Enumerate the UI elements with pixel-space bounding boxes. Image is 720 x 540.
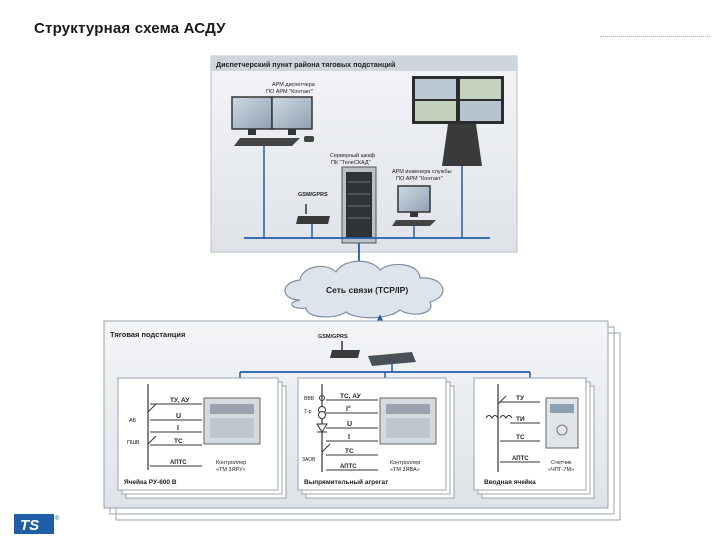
control-center-gsm-label: GSM/GPRS: [298, 192, 328, 198]
cell3-signal-3: ТС: [516, 434, 525, 441]
keyboard-icon: [234, 138, 300, 146]
cell3-signal-1: ТУ: [516, 395, 525, 402]
cell2-left-label-2: Т-р: [304, 409, 312, 415]
video-wall-stand: [442, 124, 482, 166]
video-wall: [412, 76, 504, 166]
cell2-signal-3: U: [347, 421, 352, 428]
logo-mark: ®: [55, 515, 60, 522]
arm-dispatcher-line2: ПО АРМ "Контакт": [266, 89, 313, 95]
server-cabinet-line2: ПК "ТелеСКАД": [331, 160, 371, 166]
cell1-signal-2: U: [176, 413, 181, 420]
cell2-controller-line2: «ТМ 3ЯВА»: [390, 467, 420, 473]
title-divider: [600, 36, 710, 37]
cell3-signal-2: ТИ: [516, 416, 525, 423]
monitor-icon: [231, 96, 273, 130]
cell1-signal-1: ТУ, АУ: [170, 397, 190, 404]
cell3-meter-line1: Счетчик: [551, 460, 572, 466]
page-title: Структурная схема АСДУ: [34, 20, 226, 37]
keyboard-icon: [392, 220, 436, 226]
arm-engineer: АРМ инженера службы ПО АРМ "Контакт": [392, 169, 452, 226]
substation-gsm-label: GSM/GPRS: [318, 334, 348, 340]
cell2-caption: Выпрямительный агрегат: [304, 478, 388, 486]
cell2-signal-1: ТС, АУ: [340, 393, 362, 400]
cell1-signal-5: АПТС: [170, 460, 187, 466]
cell1-caption: Ячейка РУ-600 В: [124, 478, 177, 486]
arm-engineer-line1: АРМ инженера службы: [392, 169, 452, 175]
cell2-signal-6: АПТС: [340, 464, 357, 470]
network-cloud: Сеть связи (TCP/IP): [284, 260, 444, 319]
cell2-signal-2: I°: [346, 405, 351, 413]
cell-ru600: АБ ПШВ ТУ, АУ U I ТС АПТС Контроллер «ТМ…: [117, 377, 287, 499]
company-logo: TS ®: [14, 514, 60, 534]
server-cabinet-line1: Серверный шкаф: [330, 152, 376, 159]
cell1-signal-4: ТС: [174, 438, 183, 445]
cell1-controller-line2: «ТМ 3ЯРУ»: [216, 467, 245, 473]
monitor-icon: [271, 96, 313, 130]
cell2-controller-line1: Контроллер: [390, 460, 420, 466]
control-center-gsm: GSM/GPRS: [296, 192, 330, 224]
cell2-signal-4: I: [348, 434, 350, 441]
cell2-left-label-1: ВВВ: [304, 396, 315, 402]
cell3-meter-line2: «ЧПГ-7М»: [548, 467, 574, 473]
cell1-signal-3: I: [177, 425, 179, 432]
cell2-left-label-3: ЗАОВ: [302, 457, 316, 463]
logo-text: TS: [20, 517, 39, 534]
arm-dispatcher-line1: АРМ диспетчера: [272, 82, 316, 88]
mouse-icon: [304, 136, 314, 142]
cell-rectifier: ВВВ Т-р ЗАОВ ТС, АУ I° U I ТС АПТС Контр…: [297, 377, 455, 499]
cell-input: ТУ ТИ ТС АПТС Счетчик «ЧПГ-7М» Вводная я…: [473, 377, 595, 499]
monitor-icon: [397, 185, 431, 213]
cell1-controller-line1: Контроллер: [216, 460, 246, 466]
cell2-signal-5: ТС: [345, 448, 354, 455]
control-center-label: Диспетчерский пункт района тяговых подст…: [216, 60, 395, 69]
gsm-modem-icon: [330, 350, 360, 358]
control-center-panel: Диспетчерский пункт района тяговых подст…: [210, 55, 518, 253]
network-switch-icon: [368, 352, 416, 366]
network-label: Сеть связи (TCP/IP): [326, 285, 408, 295]
server-cabinet: Серверный шкаф ПК "ТелеСКАД": [330, 152, 377, 244]
arm-engineer-line2: ПО АРМ "Контакт": [396, 176, 443, 182]
arm-dispatcher: АРМ диспетчера ПО АРМ "Контакт": [231, 82, 316, 146]
cell3-signal-4: АПТС: [512, 456, 529, 462]
substation-label: Тяговая подстанция: [110, 330, 185, 339]
cell1-left-label-1: АБ: [129, 418, 137, 424]
cell1-left-label-2: ПШВ: [127, 440, 140, 446]
gsm-modem-icon: [296, 216, 330, 224]
cell3-caption: Вводная ячейка: [484, 478, 536, 486]
